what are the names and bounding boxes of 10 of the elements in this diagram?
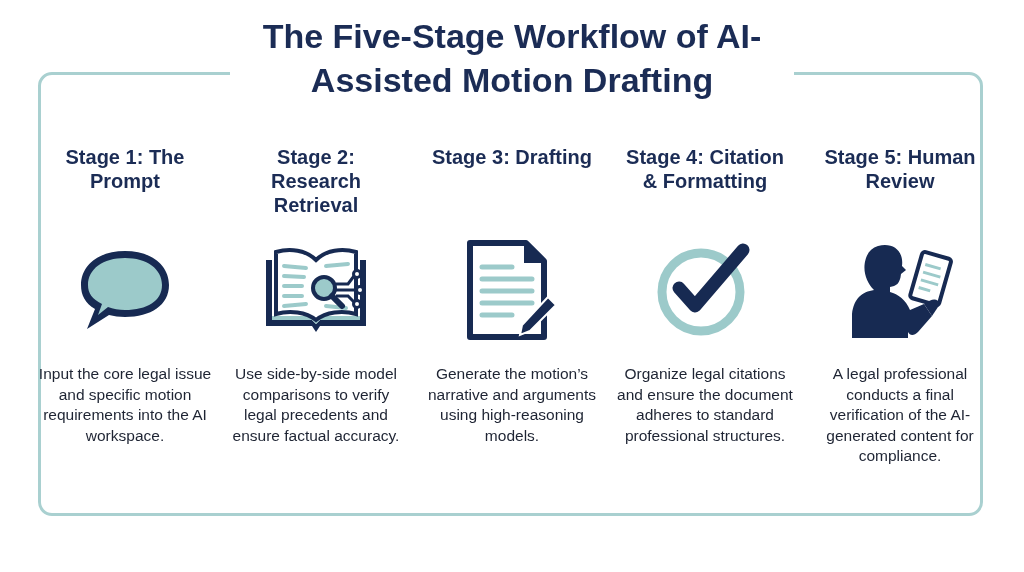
- stage-heading: Stage 3: Drafting: [431, 145, 593, 169]
- stage-description: Organize legal citations and ensure the document adheres to standard professional structures.: [616, 364, 794, 446]
- stage-heading: Stage 5: Human Review: [823, 145, 977, 193]
- stage-description: Input the core legal issue and specific motion requirements into the AI workspace.: [37, 364, 213, 446]
- stage-description: A legal professional conducts a final verification of the AI-generated content for compliance.: [825, 364, 975, 466]
- stage-heading: Stage 1: The Prompt: [64, 145, 186, 193]
- stage-description: Use side-by-side model comparisons to verify legal precedents and ensure factual accuracy.: [231, 364, 401, 446]
- stage-heading: Stage 4: Citation & Formatting: [625, 145, 785, 193]
- stage-description: Generate the motion’s narrative and arguments using high-reasoning models.: [427, 364, 597, 446]
- stage-heading: Stage 2: Research Retrieval: [269, 145, 363, 217]
